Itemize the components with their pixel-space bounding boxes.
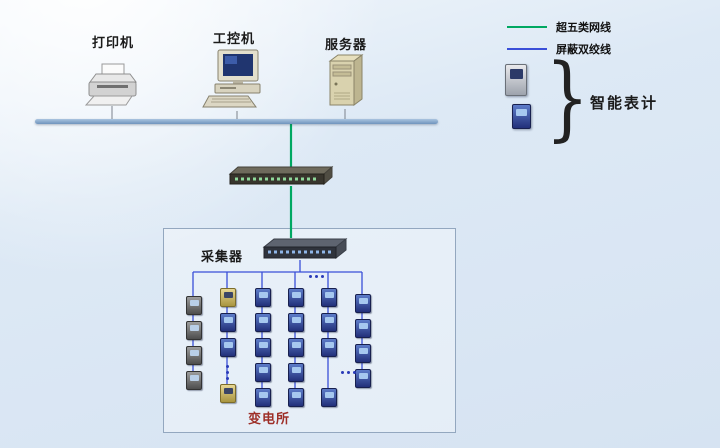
collector-icon xyxy=(262,234,348,267)
legend-item-stp: 屏蔽双绞线 xyxy=(507,41,611,57)
stp-line-swatch xyxy=(507,48,547,50)
printer-label: 打印机 xyxy=(92,35,135,50)
ethernet-bus-line xyxy=(35,119,438,124)
smart-meter-group-label: 智能表计 xyxy=(590,96,659,112)
brace-glyph: } xyxy=(545,44,590,151)
collector-label: 采集器 xyxy=(201,249,244,264)
printer-icon xyxy=(82,62,142,113)
legend-label: 超五类网线 xyxy=(556,22,611,34)
legend-label: 屏蔽双绞线 xyxy=(556,44,611,56)
smart-meter-sample-icon xyxy=(505,64,527,96)
switch-icon xyxy=(228,164,334,193)
server-icon xyxy=(324,53,366,116)
server-label: 服务器 xyxy=(325,37,368,52)
meter-screen xyxy=(509,69,523,79)
substation-box xyxy=(163,228,456,433)
meter-screen xyxy=(516,109,527,116)
computer-label: 工控机 xyxy=(213,31,256,46)
twisted-pair-wire-group xyxy=(192,260,363,398)
legend: 超五类网线屏蔽双绞线 xyxy=(507,19,611,57)
cat5-line-swatch xyxy=(507,26,547,28)
substation-label: 变电所 xyxy=(248,411,291,426)
computer-icon xyxy=(202,49,272,117)
legend-item-cat5: 超五类网线 xyxy=(507,19,611,35)
smart-meter-sample-icon xyxy=(512,104,531,129)
